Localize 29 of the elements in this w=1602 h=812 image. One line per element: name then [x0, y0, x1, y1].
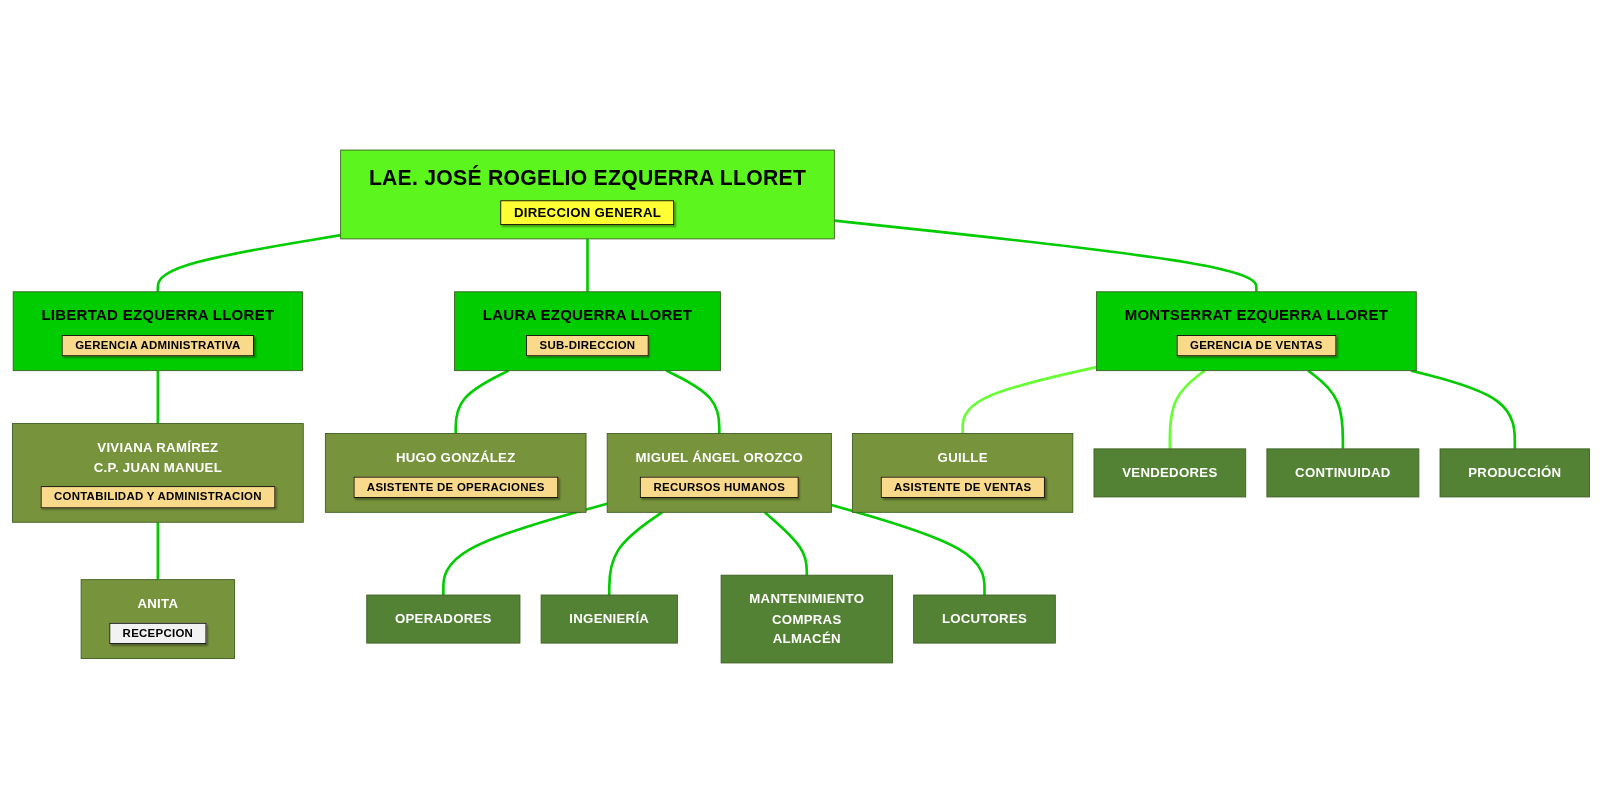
- node-box: MONTSERRAT EZQUERRA LLORET GERENCIA DE VENTAS: [1095, 290, 1417, 371]
- node-box: PRODUCCIÓN: [1439, 447, 1590, 497]
- node-box: INGENIERÍA: [540, 594, 678, 644]
- node-box: MIGUEL ÁNGEL OROZCO RECURSOS HUMANOS: [606, 432, 832, 513]
- node-box: LAE. JOSÉ ROGELIO EZQUERRA LLORET DIRECCION GENERAL: [340, 149, 835, 239]
- node-box: VIVIANA RAMÍREZ C.P. JUAN MANUEL CONTABILIDAD Y ADMINISTRACION: [12, 422, 304, 523]
- connector: [586, 238, 589, 292]
- connector: [442, 501, 608, 595]
- connector: [831, 503, 986, 595]
- node-box: ANITA RECEPCION: [80, 578, 236, 659]
- connector: [1168, 369, 1206, 449]
- node-box: LAURA EZQUERRA LLORET SUB-DIRECCION: [454, 290, 721, 371]
- connector: [607, 510, 663, 595]
- connector: [156, 233, 341, 292]
- connector: [156, 521, 160, 580]
- connector: [834, 218, 1258, 292]
- node-box: LIBERTAD EZQUERRA LLORET GERENCIA ADMINISTRATIVA: [12, 290, 303, 371]
- node-box: GUILLE ASISTENTE DE VENTAS: [852, 432, 1074, 513]
- node-box: MANTENIMIENTO COMPRAS ALMACÉN: [720, 574, 893, 663]
- connector: [1410, 368, 1517, 449]
- node-box: CONTINUIDAD: [1266, 447, 1420, 497]
- connector: [156, 370, 160, 424]
- node-box: OPERADORES: [366, 594, 521, 644]
- node-box: LOCUTORES: [913, 594, 1056, 644]
- connector: [763, 510, 809, 575]
- connector: [1307, 369, 1345, 449]
- node-box: HUGO GONZÁLEZ ASISTENTE DE OPERACIONES: [324, 432, 587, 513]
- node-box: VENDEDORES: [1093, 447, 1247, 497]
- connector: [961, 365, 1097, 433]
